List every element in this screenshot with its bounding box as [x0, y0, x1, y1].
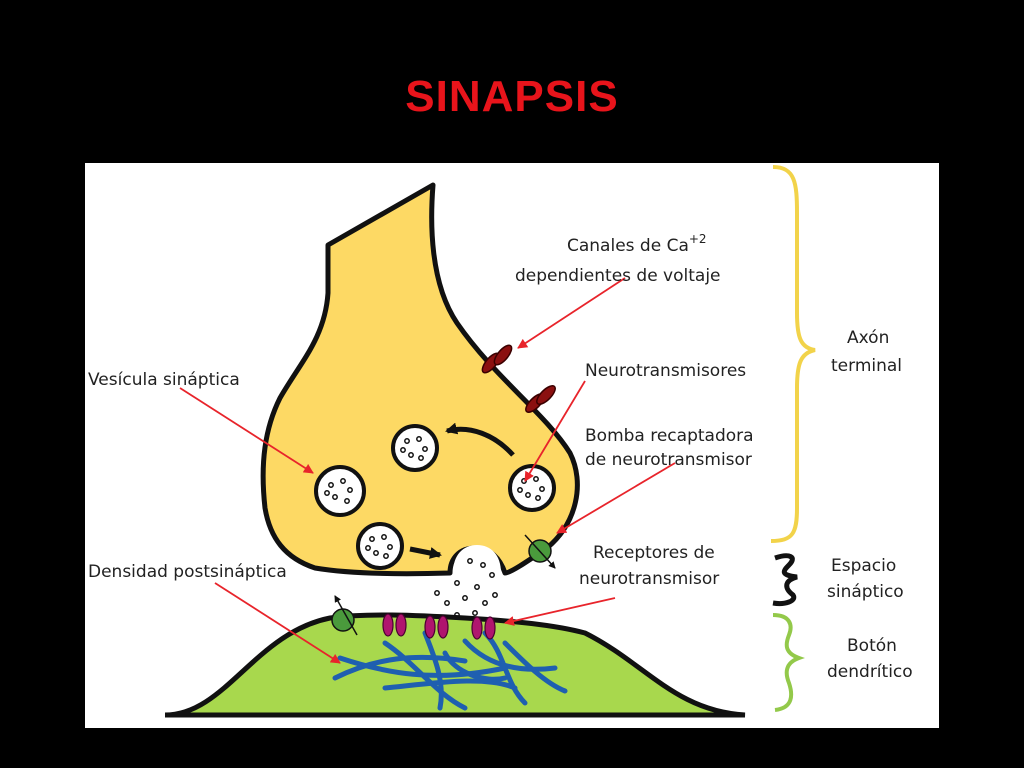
neurotransmitters-label: Neurotransmisores	[585, 361, 746, 381]
calcium-channels-label-line2: dependientes de voltaje	[515, 266, 721, 286]
vesicle-3	[356, 522, 404, 570]
released-neurotransmitters	[434, 558, 498, 618]
slide-title: SINAPSIS	[405, 72, 619, 121]
calcium-channels-label: Canales de Ca+2	[567, 232, 707, 256]
fusing-vesicle	[453, 545, 501, 573]
reuptake-pump	[524, 534, 556, 569]
axon-terminal-label-line2: terminal	[831, 356, 902, 376]
axon-terminal-label-line1: Axón	[847, 328, 889, 348]
axon-terminal-bracket	[770, 165, 816, 543]
reuptake-pump-label-line2: de neurotransmisor	[585, 450, 752, 470]
calcium-channels	[481, 344, 556, 413]
vesicle-2	[391, 424, 439, 472]
dendritic-bouton-label-line2: dendrítico	[827, 662, 913, 682]
vesicle-1	[314, 465, 366, 517]
receptors-label-line1: Receptores de	[593, 543, 715, 563]
vesicle-4	[508, 464, 556, 512]
postsynaptic-receptors	[382, 613, 496, 640]
label-arrows	[179, 277, 676, 664]
postsynaptic-density-fibers	[332, 630, 568, 711]
synaptic-space-label-line1: Espacio	[831, 556, 896, 576]
release-arrow	[409, 546, 442, 559]
receptors-label-line2: neurotransmisor	[579, 569, 719, 589]
dendritic-bouton-label-line1: Botón	[847, 636, 897, 656]
synaptic-vesicle-label: Vesícula sináptica	[88, 370, 240, 390]
reuptake-pump-label-line1: Bomba recaptadora	[585, 426, 754, 446]
recycle-arrow	[445, 422, 515, 457]
dendritic-pump	[331, 595, 358, 636]
synaptic-space-bracket	[772, 553, 798, 606]
postsynaptic-density-label: Densidad postsináptica	[88, 562, 287, 582]
synaptic-space-label-line2: sináptico	[827, 582, 904, 602]
dendritic-bouton-bracket	[772, 613, 805, 712]
synapse-diagram: Canales de Ca+2 dependientes de voltaje …	[85, 163, 939, 728]
